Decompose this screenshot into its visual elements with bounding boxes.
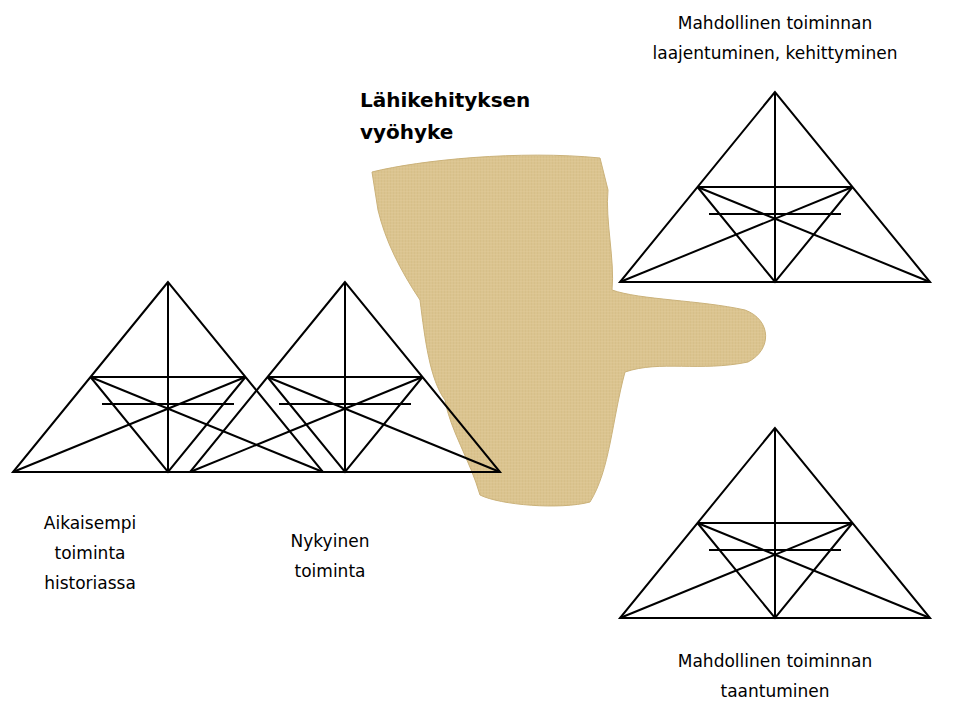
zone-blob <box>372 155 766 506</box>
label-text: Mahdollinen toiminnan taantuminen <box>645 646 905 706</box>
triangle-label: Nykyinen toiminta <box>270 526 390 586</box>
triangle-label: Mahdollinen toiminnan taantuminen <box>645 646 905 706</box>
activity-triangle <box>190 282 500 472</box>
label-text: Nykyinen toiminta <box>270 526 390 586</box>
label-text: Lähikehityksen vyöhyke <box>360 84 535 148</box>
activity-triangle <box>620 428 930 618</box>
label-text: Aikaisempi toiminta historiassa <box>23 508 158 598</box>
label-text: Mahdollinen toiminnan laajentuminen, keh… <box>620 8 930 68</box>
zone-label: Lähikehityksen vyöhyke <box>360 84 535 148</box>
activity-triangle <box>620 92 930 282</box>
triangle-label: Aikaisempi toiminta historiassa <box>23 508 158 598</box>
triangle-label: Mahdollinen toiminnan laajentuminen, keh… <box>620 8 930 68</box>
